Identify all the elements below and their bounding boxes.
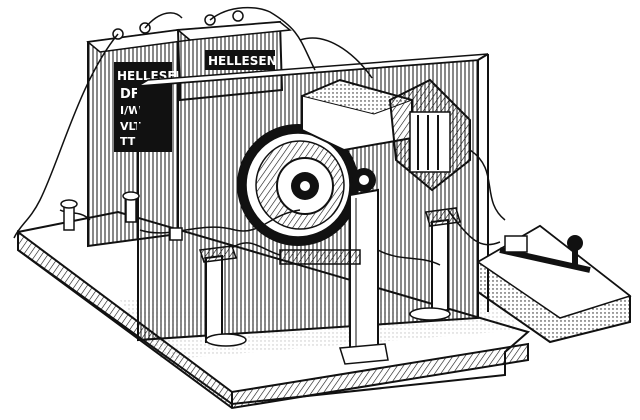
battery-right-brand-label: HELLESEN — [208, 54, 277, 68]
detector-assembly — [279, 168, 389, 365]
battery-terminal — [232, 10, 244, 22]
wiring — [13, 6, 506, 266]
condenser-block — [300, 78, 471, 192]
battery-left-print-line-3: VLT — [120, 120, 142, 133]
telegraph-key — [476, 224, 632, 344]
binding-post-right — [409, 207, 461, 321]
battery-left-print-line-2: I/W — [120, 104, 140, 117]
battery-left-print-line-1: DF — [120, 87, 140, 102]
battery-left-print-line-4: TT — [120, 135, 136, 148]
binding-post-left — [198, 245, 247, 347]
base-knobs — [60, 191, 183, 241]
